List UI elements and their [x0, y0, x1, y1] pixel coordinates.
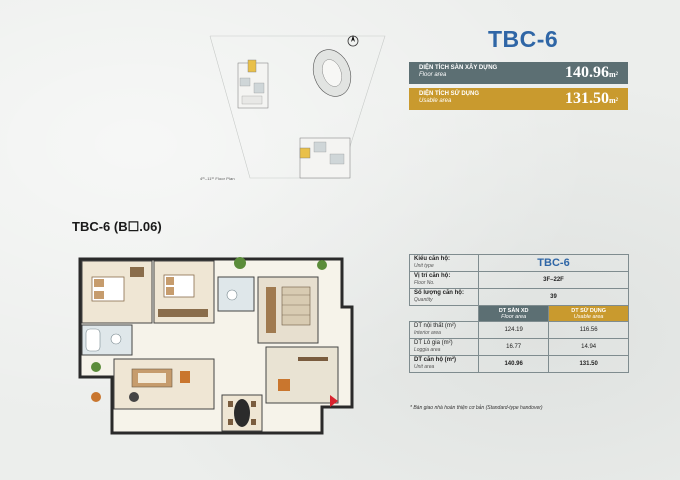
plant-icon	[317, 260, 327, 270]
table-row: Số lượng căn hộ: Quantity 39	[409, 288, 629, 306]
unit-plan-heading: TBC-6 (B☐.06)	[72, 219, 162, 234]
bedroom-1	[81, 260, 153, 324]
col-header-floor-area: DT SÀN XD Floor area	[477, 305, 550, 322]
plant-icon	[234, 257, 246, 269]
north-arrow-icon	[347, 35, 359, 47]
unit-title: TBC-6	[488, 26, 559, 52]
quantity-label-en: Quantity	[414, 297, 433, 303]
usable-area-label-en: Usable area	[419, 98, 452, 104]
floor-area-label-en: Floor area	[419, 72, 447, 78]
col-header-usable-area: DT SỬ DỤNG Usable area	[548, 305, 629, 322]
floor-plan-drawing	[78, 257, 354, 435]
interior-area-label-en: Interior area	[414, 330, 441, 336]
usable-area-value: 131.50m²	[565, 90, 618, 108]
unit-type-label: Kiểu căn hộ: Unit type	[409, 254, 479, 272]
floor-area-label: DIỆN TÍCH SÀN XÂY DỰNG Floor area	[419, 65, 497, 79]
quantity-label: Số lượng căn hộ: Quantity	[409, 288, 479, 306]
unit-type-value: TBC-6	[478, 254, 629, 272]
key-plan-caption: 4ᵗʰ–11ᵗʰ Floor Plan	[200, 176, 235, 181]
loggia-floor-area: 16.77	[477, 338, 550, 356]
table-row: DT nội thất (m²) Interior area 124.19 11…	[409, 321, 629, 339]
floor-no-label-en: Floor No.	[414, 280, 435, 286]
blank-header-cell	[410, 306, 479, 322]
col-header-floor-en: Floor area	[501, 313, 527, 320]
col-header-usable-vi: DT SỬ DỤNG	[571, 307, 607, 314]
table-row: Vị trí căn hộ: Floor No. 3F–22F	[409, 271, 629, 289]
bathroom	[81, 324, 133, 356]
plant-icon	[91, 392, 101, 402]
bedroom-2	[153, 260, 215, 324]
living-room	[113, 358, 215, 410]
unit-area-label: DT căn hộ (m²) Unit area	[409, 355, 479, 373]
loggia-area-label-vi: DT Lô gia (m²)	[414, 340, 453, 346]
dining-area	[221, 394, 263, 432]
handover-note: * Bàn giao nhà hoàn thiện cơ bản (Standa…	[410, 405, 543, 411]
unit-area-label-vi: DT căn hộ (m²)	[414, 357, 456, 363]
floor-area-number: 140.96	[564, 64, 609, 81]
table-row: Kiểu căn hộ: Unit type TBC-6	[409, 254, 629, 272]
unit-type-label-en: Unit type	[414, 263, 434, 269]
quantity-value: 39	[478, 288, 629, 306]
floor-area-bar: DIỆN TÍCH SÀN XÂY DỰNG Floor area 140.96…	[409, 62, 628, 84]
quantity-label-vi: Số lượng căn hộ:	[414, 290, 464, 296]
table-row: DT Lô gia (m²) Loggia area 16.77 14.94	[409, 338, 629, 356]
unit-floor-area: 140.96	[477, 355, 550, 373]
interior-area-label: DT nội thất (m²) Interior area	[409, 321, 479, 339]
key-plan	[190, 28, 390, 188]
col-header-usable-en: Usable area	[573, 313, 604, 320]
tower-block-a	[237, 59, 269, 109]
interior-usable-area: 116.56	[548, 321, 629, 339]
usable-area-label-vi: DIỆN TÍCH SỬ DỤNG	[419, 91, 479, 97]
loggia-usable-area: 14.94	[548, 338, 629, 356]
interior-floor-area: 124.19	[477, 321, 550, 339]
floor-no-value: 3F–22F	[478, 271, 629, 289]
loggia-area-label: DT Lô gia (m²) Loggia area	[409, 338, 479, 356]
kitchen	[257, 276, 319, 344]
interior-area-label-vi: DT nội thất (m²)	[414, 323, 456, 329]
usable-area-unit: m²	[608, 96, 618, 105]
loggia-area-label-en: Loggia area	[414, 347, 441, 353]
unit-area-label-en: Unit area	[414, 364, 435, 370]
bathroom-2	[217, 276, 255, 312]
key-plan-drawing	[209, 35, 386, 179]
unit-usable-area: 131.50	[548, 355, 629, 373]
unit-type-code: TBC-6	[537, 257, 570, 269]
floor-area-value: 140.96m²	[565, 64, 618, 82]
floor-area-unit: m²	[608, 70, 618, 79]
tower-block-b	[299, 137, 351, 179]
floor-plan	[72, 247, 362, 442]
floor-no-label: Vị trí căn hộ: Floor No.	[409, 271, 479, 289]
floor-no-label-vi: Vị trí căn hộ:	[414, 273, 451, 279]
oval-tower	[312, 49, 352, 97]
plant-icon	[91, 362, 101, 372]
table-header-row: DT SÀN XD Floor area DT SỬ DỤNG Usable a…	[410, 305, 629, 322]
spec-table-grid: Kiểu căn hộ: Unit type TBC-6 Vị trí căn …	[409, 254, 629, 373]
spec-table: Kiểu căn hộ: Unit type TBC-6 Vị trí căn …	[409, 254, 629, 373]
unit-type-label-vi: Kiểu căn hộ:	[414, 256, 451, 262]
usable-area-bar: DIỆN TÍCH SỬ DỤNG Usable area 131.50m²	[409, 88, 628, 110]
usable-area-label: DIỆN TÍCH SỬ DỤNG Usable area	[419, 91, 479, 105]
col-header-floor-vi: DT SÀN XD	[498, 307, 529, 314]
table-row: DT căn hộ (m²) Unit area 140.96 131.50	[409, 355, 629, 373]
loggia	[265, 346, 339, 404]
entrance-arrow-icon	[330, 395, 338, 407]
floor-area-label-vi: DIỆN TÍCH SÀN XÂY DỰNG	[419, 65, 498, 71]
usable-area-number: 131.50	[564, 90, 609, 107]
